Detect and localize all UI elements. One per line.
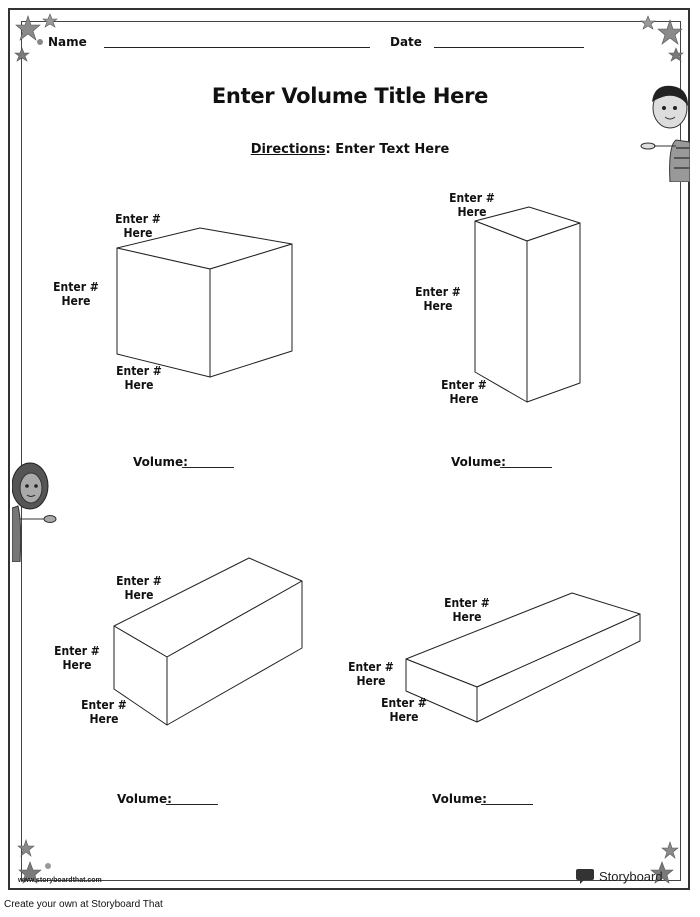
- storyboard-brand[interactable]: Storyboard: [575, 868, 663, 884]
- shape-1-depth-label[interactable]: Enter # Here: [115, 212, 161, 240]
- star-icon: [42, 13, 58, 28]
- page-title[interactable]: Enter Volume Title Here: [211, 84, 489, 108]
- star-cluster-bottom-left: [17, 839, 51, 884]
- star-cluster-bottom-right: [650, 841, 679, 884]
- shape-3-volume-answer[interactable]: [166, 804, 218, 805]
- star-icon: [17, 839, 35, 857]
- star-cluster-top-left: [14, 13, 58, 62]
- star-icon: [661, 841, 679, 859]
- footer-link[interactable]: Create your own at Storyboard That: [4, 899, 163, 910]
- shape-4-volume-label: Volume:: [432, 792, 487, 806]
- shape-2-width-label[interactable]: Enter # Here: [441, 378, 487, 406]
- shape-3-side-face: [166, 580, 303, 726]
- date-field[interactable]: [434, 47, 584, 48]
- star-icon: [668, 47, 684, 62]
- name-field[interactable]: [104, 47, 370, 48]
- shape-4-volume-answer[interactable]: [481, 804, 533, 805]
- shape-2-volume-answer[interactable]: [500, 467, 552, 468]
- star-icon: [640, 15, 656, 30]
- brand-name: Storyboard: [599, 868, 663, 884]
- name-label: Name: [48, 35, 87, 49]
- shape-1-side-face: [209, 243, 293, 378]
- shape-3-height-label[interactable]: Enter # Here: [54, 644, 100, 672]
- shape-1-width-label[interactable]: Enter # Here: [116, 364, 162, 392]
- watermark-url: www.storyboardthat.com: [18, 877, 102, 884]
- boy-character-illustration: [640, 85, 690, 182]
- shape-1-height-label[interactable]: Enter # Here: [53, 280, 99, 308]
- star-icon: [14, 47, 30, 62]
- directions[interactable]: Directions: Enter Text Here: [0, 142, 700, 157]
- shape-3-depth-label[interactable]: Enter # Here: [116, 574, 162, 602]
- star-cluster-top-right: [640, 15, 684, 62]
- shape-3-volume-label: Volume:: [117, 792, 172, 806]
- shape-4-depth-label[interactable]: Enter # Here: [444, 596, 490, 624]
- speech-bubble-icon: [576, 869, 594, 884]
- directions-label: Directions: [250, 142, 326, 157]
- shape-2-depth-label[interactable]: Enter # Here: [449, 191, 495, 219]
- girl-character-illustration: [12, 462, 57, 562]
- directions-text: : Enter Text Here: [325, 142, 450, 157]
- star-icon: [657, 19, 683, 45]
- worksheet-inner-border: [21, 21, 681, 881]
- star-icon: [650, 861, 674, 884]
- shape-1-volume-answer[interactable]: [182, 467, 234, 468]
- shape-4-width-label[interactable]: Enter # Here: [381, 696, 427, 724]
- shape-4-height-label[interactable]: Enter # Here: [348, 660, 394, 688]
- shape-3-width-label[interactable]: Enter # Here: [81, 698, 127, 726]
- date-label: Date: [390, 35, 422, 49]
- shape-2-height-label[interactable]: Enter # Here: [415, 285, 461, 313]
- shape-1-volume-label: Volume:: [133, 455, 188, 469]
- shape-4-side-face: [476, 613, 641, 723]
- star-icon: [15, 15, 41, 41]
- worksheet-frame: [8, 8, 690, 890]
- shape-2-volume-label: Volume:: [451, 455, 506, 469]
- star-icon: [18, 861, 42, 884]
- shape-2-side-face: [526, 222, 581, 403]
